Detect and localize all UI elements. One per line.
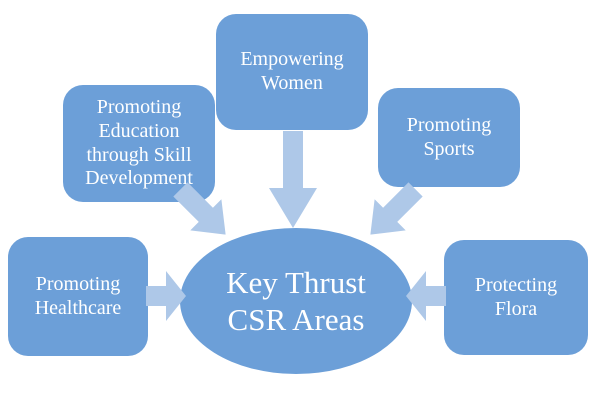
node-center-key-thrust: Key Thrust CSR Areas [180,228,412,374]
arrow-education-to-center-icon [165,174,241,250]
node-promoting-education: Promoting Education through Skill Develo… [63,85,215,202]
center-label-line1: Key Thrust [226,264,366,300]
node-promoting-healthcare: Promoting Healthcare [8,237,148,356]
center-label-line2: CSR Areas [227,302,365,337]
arrow-healthcare-to-center-icon [146,271,186,321]
node-empowering-women-label: Empowering Women [240,48,344,94]
node-promoting-sports: Promoting Sports [378,88,520,187]
node-empowering-women: Empowering Women [216,14,368,130]
node-promoting-sports-label: Promoting Sports [406,113,492,160]
node-protecting-flora-label: Protecting Flora [474,273,558,320]
center-label: Key Thrust CSR Areas [226,264,366,338]
node-promoting-education-label: Promoting Education through Skill Develo… [85,96,193,190]
arrow-women-to-center-icon [269,131,317,228]
node-promoting-healthcare-label: Promoting Healthcare [34,272,122,319]
arrow-flora-to-center-icon [406,271,446,321]
node-protecting-flora: Protecting Flora [444,240,588,355]
arrow-sports-to-center-icon [355,174,431,250]
